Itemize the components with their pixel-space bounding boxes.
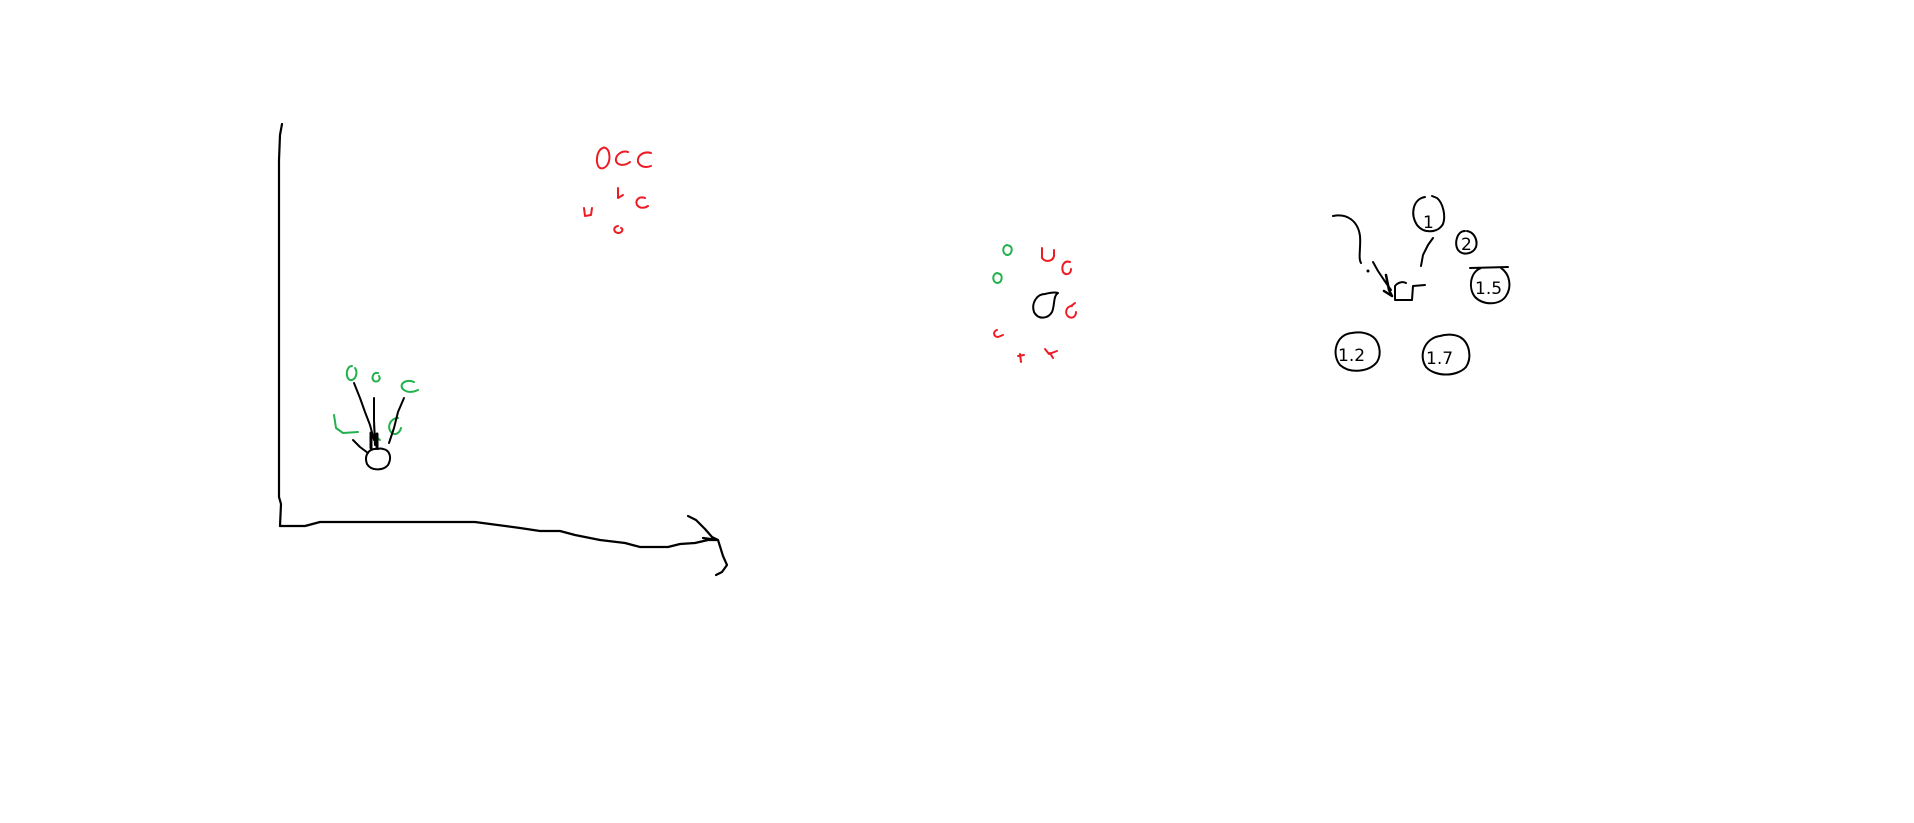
arrowhead-icon <box>1382 273 1394 298</box>
link-line <box>1420 237 1434 267</box>
red-mark <box>1061 260 1072 276</box>
center-node <box>365 447 392 471</box>
axes <box>277 122 729 577</box>
green-mark <box>1002 244 1013 256</box>
x-axis-arrowhead-icon <box>686 514 729 577</box>
red-mark <box>993 329 1004 338</box>
node-1-7-label: 1.7 <box>1426 349 1453 369</box>
red-mark <box>1044 348 1058 359</box>
node-1-2-circle <box>1334 331 1381 372</box>
green-mark <box>992 272 1003 284</box>
red-mark <box>1065 302 1077 319</box>
link-line <box>388 397 405 444</box>
node-1-label: 1 <box>1423 213 1434 233</box>
red-mark <box>1041 247 1055 262</box>
node-1-5-circle <box>1469 266 1511 305</box>
node-1-circle <box>1412 195 1446 233</box>
node-1-7-circle <box>1421 333 1471 376</box>
red-mark <box>617 187 624 199</box>
y-axis <box>277 122 284 528</box>
red-mark <box>583 207 593 217</box>
green-cluster-bottom <box>333 365 419 441</box>
dash-dot <box>1366 269 1370 273</box>
middle-cluster <box>992 244 1077 363</box>
red-mark <box>636 151 652 168</box>
node-2-label: 2 <box>1461 235 1472 255</box>
link-line <box>373 397 376 446</box>
cluster-links <box>352 382 405 471</box>
green-mark <box>400 380 419 393</box>
center-bar-mark <box>369 431 379 450</box>
red-mark <box>614 150 631 166</box>
green-mark <box>371 371 381 383</box>
link-line <box>352 439 369 454</box>
red-mark <box>595 146 611 170</box>
center-node <box>1394 281 1426 301</box>
node-2-circle <box>1455 230 1478 255</box>
red-mark <box>613 225 624 234</box>
right-cluster: 1 2 1.5 1.2 1.7 <box>1332 195 1511 376</box>
red-mark <box>635 196 649 209</box>
red-mark <box>1017 353 1025 363</box>
green-mark <box>345 365 358 382</box>
green-mark <box>333 414 359 434</box>
center-node <box>1032 291 1059 319</box>
red-cluster-top <box>583 146 652 234</box>
x-axis <box>278 520 720 549</box>
link-line <box>353 382 375 441</box>
node-1-5-label: 1.5 <box>1475 279 1502 299</box>
node-1-2-label: 1.2 <box>1338 346 1365 366</box>
dashed-arrow <box>1332 214 1362 264</box>
